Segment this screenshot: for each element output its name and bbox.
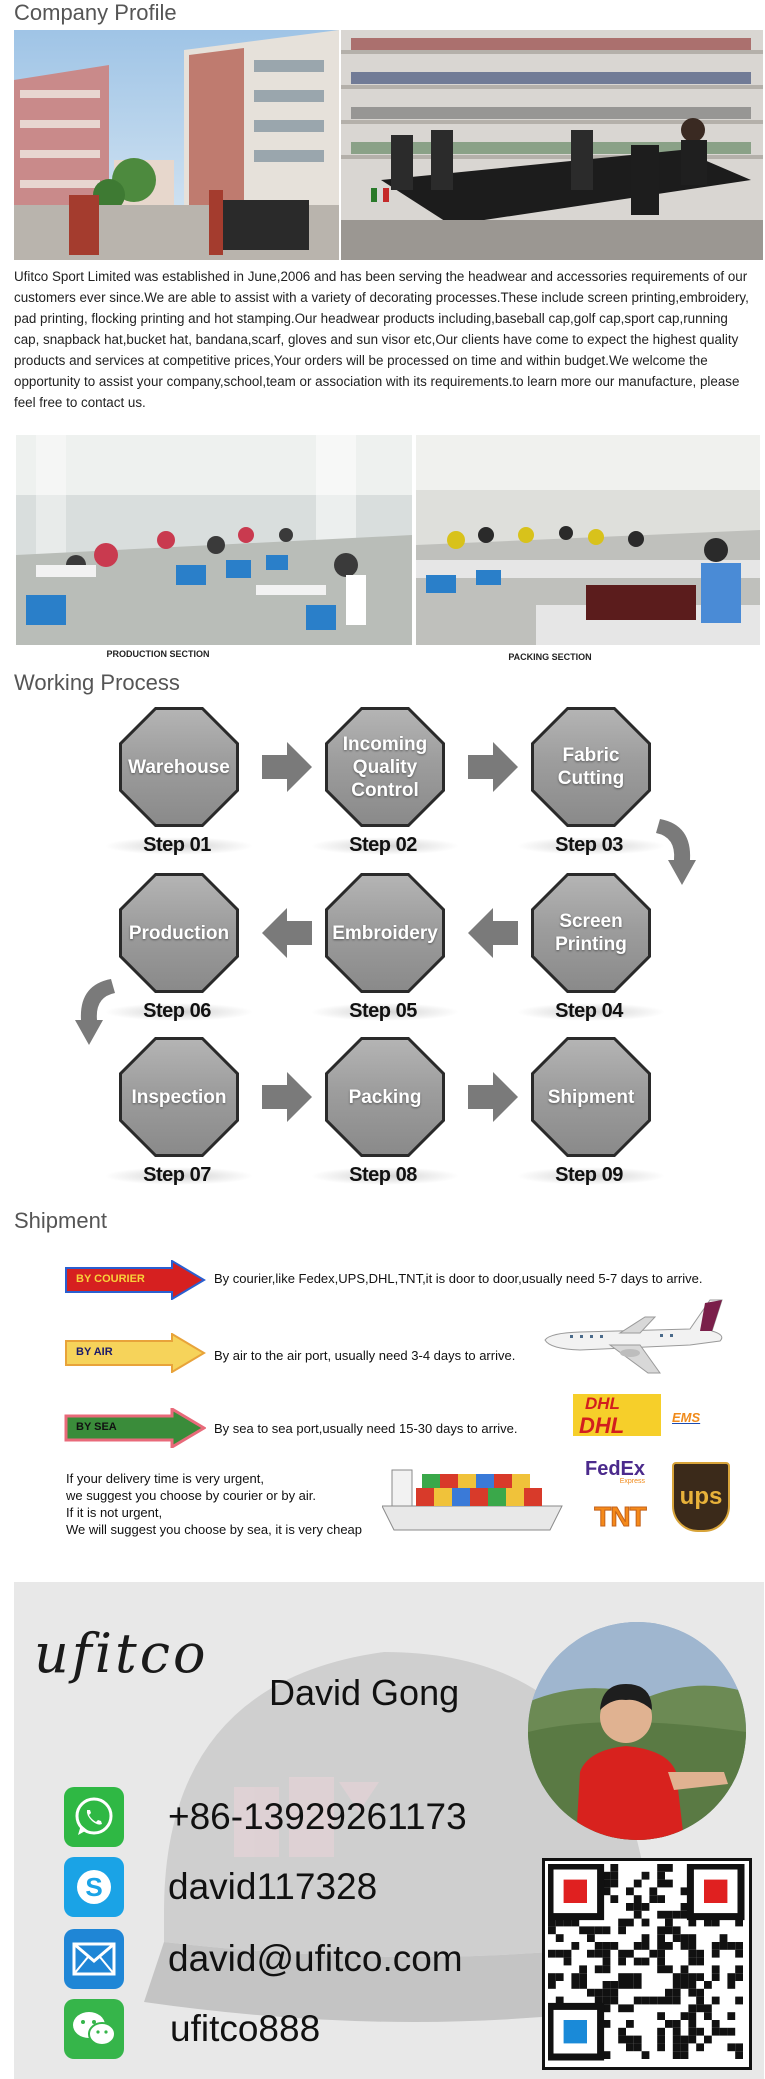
arrow-right-icon bbox=[262, 1072, 312, 1122]
email-icon bbox=[64, 1929, 124, 1989]
by-courier-arrow-badge bbox=[65, 1260, 206, 1300]
step-number: Step 07 bbox=[143, 1164, 211, 1186]
skype-id: david117328 bbox=[168, 1866, 378, 1907]
step-number: Step 06 bbox=[143, 1000, 211, 1022]
arrow-right-icon bbox=[468, 1072, 518, 1122]
by-courier-tag: BY COURIER bbox=[76, 1273, 145, 1285]
by-sea-text: By sea to sea port,usually need 15-30 da… bbox=[214, 1421, 518, 1436]
shipment-title: Shipment bbox=[14, 1208, 107, 1233]
working-process-title: Working Process bbox=[14, 670, 180, 695]
process-step-packing: Packing bbox=[325, 1037, 445, 1157]
process-step-inspection: Inspection bbox=[119, 1037, 239, 1157]
process-step-incoming-quality-control: Incoming Quality Control bbox=[325, 707, 445, 827]
process-step-production: Production bbox=[119, 873, 239, 993]
step-number: Step 03 bbox=[555, 834, 623, 856]
arrow-left-icon bbox=[468, 908, 518, 958]
showroom-photo bbox=[341, 30, 763, 260]
by-air-text: By air to the air port, usually need 3-4… bbox=[214, 1348, 516, 1363]
ufitco-logo: ufitco bbox=[34, 1622, 209, 1685]
process-step-screen-printing: Screen Printing bbox=[531, 873, 651, 993]
ups-logo: ups bbox=[672, 1462, 730, 1532]
step-number: Step 04 bbox=[555, 1000, 623, 1022]
step-number: Step 05 bbox=[349, 1000, 417, 1022]
company-profile-title: Company Profile bbox=[14, 0, 177, 25]
cargo-ship-icon bbox=[382, 1469, 563, 1531]
airplane-icon bbox=[544, 1299, 723, 1374]
arrow-right-icon bbox=[262, 742, 312, 792]
by-air-arrow-badge bbox=[65, 1333, 206, 1373]
dhl-logo: DHL DHL bbox=[573, 1394, 661, 1438]
step-number: Step 01 bbox=[143, 834, 211, 856]
wechat-id: ufitco888 bbox=[170, 2008, 321, 2049]
email-contact[interactable]: david@ufitco.com bbox=[64, 1929, 463, 1989]
process-step-warehouse: Warehouse bbox=[119, 707, 239, 827]
contact-name: David Gong bbox=[269, 1672, 460, 1713]
process-step-fabric-cutting: Fabric Cutting bbox=[531, 707, 651, 827]
arrow-right-icon bbox=[468, 742, 518, 792]
process-step-shipment: Shipment bbox=[531, 1037, 651, 1157]
avatar bbox=[528, 1622, 746, 1840]
wechat-icon bbox=[64, 1999, 124, 2059]
cap-background-image bbox=[144, 1652, 664, 2022]
wechat-contact[interactable]: ufitco888 bbox=[64, 1999, 320, 2059]
shipment-note: If your delivery time is very urgent, we… bbox=[66, 1471, 363, 1537]
production-caption: PRODUCTION SECTION bbox=[106, 649, 210, 659]
whatsapp-icon bbox=[64, 1787, 124, 1847]
by-air-tag: BY AIR bbox=[76, 1346, 113, 1358]
curved-arrow-down-icon bbox=[75, 979, 115, 1045]
contact-card: ufitco David Gong +86-13929261173 S davi… bbox=[14, 1582, 764, 2079]
fedex-logo: FedEx Express bbox=[585, 1458, 646, 1485]
whatsapp-contact[interactable]: +86-13929261173 bbox=[64, 1787, 467, 1847]
curved-arrow-down-icon bbox=[656, 819, 696, 885]
svg-text:S: S bbox=[85, 1872, 102, 1902]
step-number: Step 08 bbox=[349, 1164, 417, 1186]
step-number: Step 02 bbox=[349, 834, 417, 856]
arrow-left-icon bbox=[262, 908, 312, 958]
phone-number: +86-13929261173 bbox=[168, 1796, 467, 1837]
process-step-embroidery: Embroidery bbox=[325, 873, 445, 993]
by-sea-arrow-badge bbox=[64, 1408, 206, 1448]
step-number: Step 09 bbox=[555, 1164, 623, 1186]
by-courier-text: By courier,like Fedex,UPS,DHL,TNT,it is … bbox=[214, 1271, 703, 1286]
tnt-logo: TNT bbox=[594, 1501, 647, 1533]
packing-caption: PACKING SECTION bbox=[508, 652, 592, 662]
production-section-photo bbox=[16, 435, 412, 645]
packing-section-photo bbox=[416, 435, 760, 645]
qr-code bbox=[542, 1858, 752, 2070]
company-intro-text: Ufitco Sport Limited was established in … bbox=[14, 269, 749, 410]
factory-building-photo bbox=[14, 30, 339, 260]
skype-icon: S bbox=[64, 1857, 124, 1917]
email-address: david@ufitco.com bbox=[168, 1938, 463, 1979]
by-sea-tag: BY SEA bbox=[76, 1421, 117, 1433]
ems-logo: EMS bbox=[672, 1410, 701, 1425]
skype-contact[interactable]: S david117328 bbox=[64, 1857, 377, 1917]
